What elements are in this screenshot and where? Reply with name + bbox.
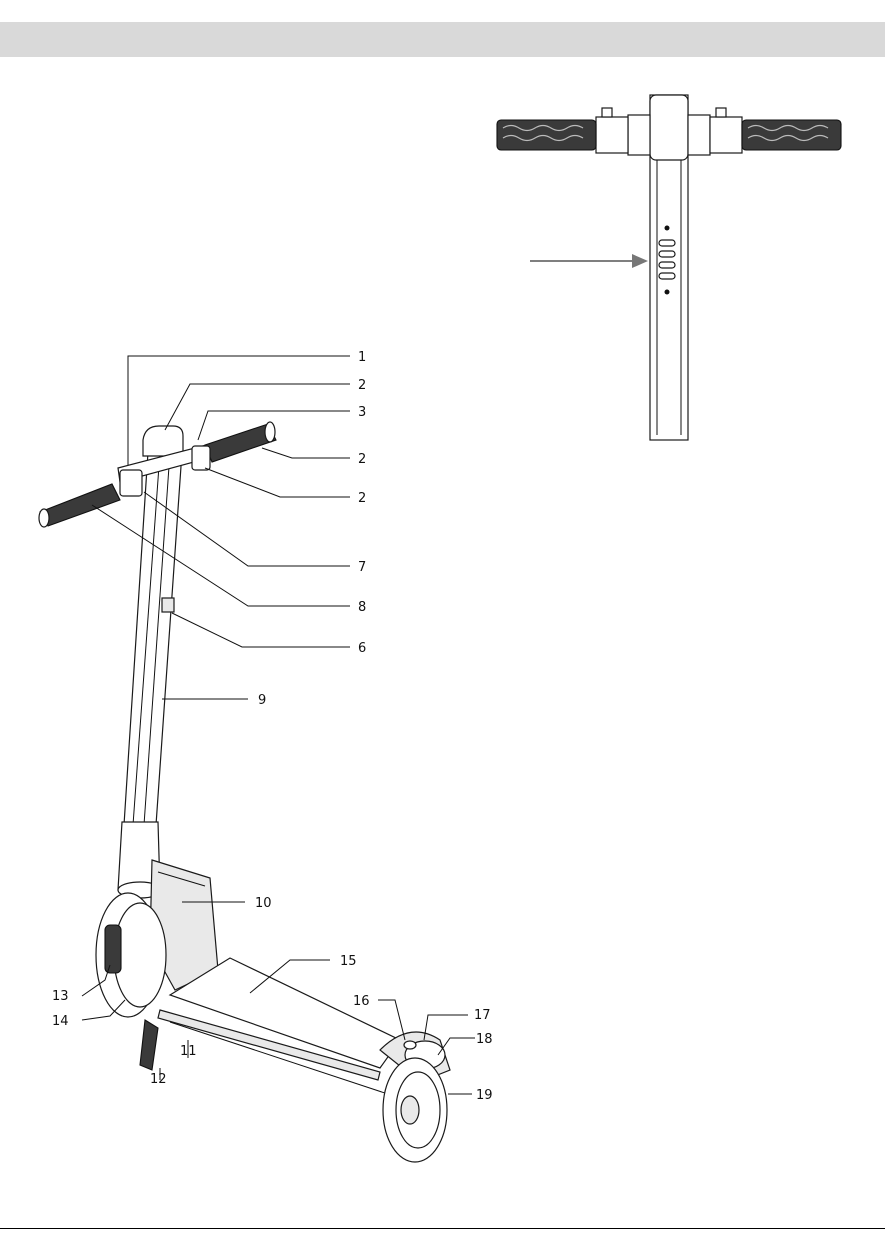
callout-12: 12 [150,1072,167,1087]
callout-19: 19 [476,1088,493,1103]
left-clamp-detail [596,117,628,153]
right-clamp-detail [710,117,742,153]
callout-2: 2 [358,491,366,506]
callout-14: 14 [52,1014,69,1029]
left-grip [40,484,120,526]
scooter-main [39,422,450,1162]
arrow-icon [632,254,648,268]
callout-1: 1 [358,350,366,365]
callout-17: 17 [474,1008,491,1023]
callout-7: 7 [358,560,366,575]
callout-15: 15 [340,954,357,969]
callout-6: 6 [358,641,366,656]
left-clamp [120,470,142,496]
callout-2: 2 [358,378,366,393]
kickstand [140,1020,158,1070]
callout-11: 11 [180,1044,197,1059]
stem-top-detail [650,95,688,160]
callout-16: 16 [353,994,370,1009]
stem-button [162,598,174,612]
callout-13: 13 [52,989,69,1004]
callout-3: 3 [358,405,366,420]
stem-head [143,426,183,456]
callout-18: 18 [476,1032,493,1047]
callout-9: 9 [258,693,266,708]
callout-8: 8 [358,600,366,615]
callout-10: 10 [255,896,272,911]
handlebar-detail [497,95,841,440]
bottom-rule [0,1228,885,1229]
stem [124,452,182,825]
callout-2: 2 [358,452,366,467]
right-clamp [192,446,210,470]
front-motor-cap [105,925,121,973]
